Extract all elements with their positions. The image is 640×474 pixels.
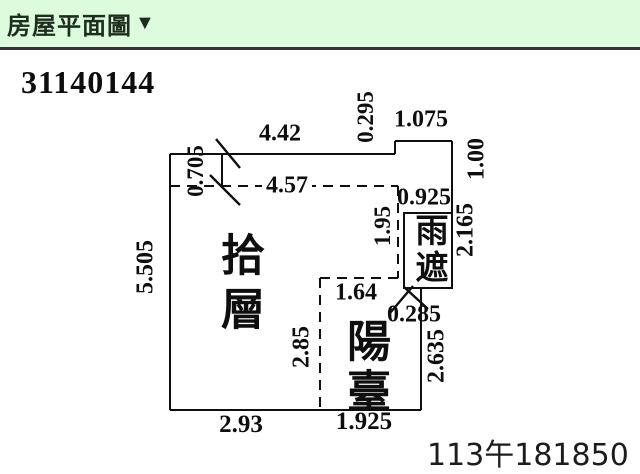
dim-notch-top-width: 1.075 — [394, 106, 448, 133]
plan-id-number: 31140144 — [21, 64, 156, 100]
dim-left-height: 5.505 — [132, 240, 159, 294]
document-code: 113午181850 — [427, 438, 629, 473]
dim-bottom-right-width: 1.925 — [335, 408, 393, 435]
room-label-balcony: 陽臺 — [340, 318, 389, 418]
dashed-boundaries — [170, 185, 402, 410]
collapse-triangle-icon[interactable]: ▼ — [135, 12, 155, 34]
dim-balcony-left-height: 2.85 — [288, 326, 315, 368]
dim-canopy-width: 0.925 — [397, 184, 451, 211]
dim-top-right-offset: 0.295 — [353, 91, 378, 143]
dim-inner-width: 4.57 — [262, 172, 312, 200]
tick-marks — [209, 138, 429, 314]
room-label-rain-canopy: 雨遮 — [410, 213, 446, 287]
dim-balcony-top-width: 1.64 — [335, 279, 377, 306]
dim-right-top-height: 1.00 — [463, 138, 490, 180]
dim-top-width: 4.42 — [259, 120, 301, 147]
room-label-main-floor: 拾層 — [214, 232, 263, 340]
dim-canopy-right-height: 2.165 — [452, 203, 479, 257]
header-bar[interactable]: 房屋平面圖 ▼ — [0, 0, 640, 50]
dim-canopy-wall-offset: 0.285 — [387, 301, 441, 328]
page-title: 房屋平面圖 — [7, 13, 132, 40]
dim-balcony-right-height: 2.635 — [423, 329, 450, 383]
dim-bottom-left-width: 2.93 — [219, 411, 263, 438]
canopy-box — [403, 212, 453, 289]
dim-canopy-left-height: 1.95 — [370, 205, 395, 247]
dim-left-corner-offset: 0.705 — [183, 145, 208, 197]
